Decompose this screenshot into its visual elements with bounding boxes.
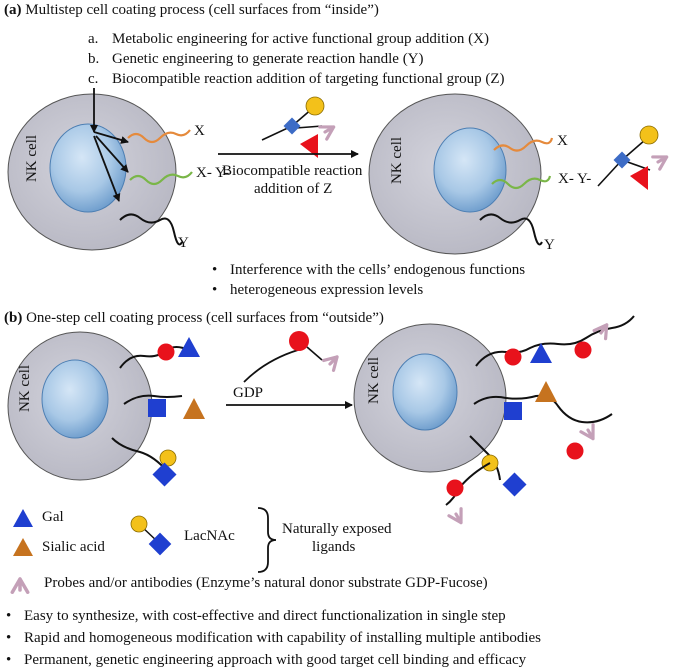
advantage-item: Permanent, genetic engineering approach … [6,652,526,669]
advantage-item: Easy to synthesize, with cost-effective … [6,608,506,625]
glycan-gal [119,337,200,369]
panel-b-title: (b) One-step cell coating process (cell … [4,310,384,327]
x-chain [493,137,554,152]
cell-nucleus [433,127,507,213]
xy-chain [129,171,193,186]
step-a: a. Metabolic engineering for active funct… [88,31,489,48]
arrow-caption: addition of Z [254,181,333,197]
step-text: Metabolic engineering for active functio… [112,31,489,47]
lacnac-legend-label: LacNAc [184,528,235,544]
step-text: Biocompatible reaction addition of targe… [112,71,505,87]
arrow-caption: Biocompatible reaction [222,163,363,179]
step-marker: b. [88,51,100,67]
step-marker: a. [88,31,99,47]
xy-chain [491,175,552,190]
antibody-legend-icon [10,577,30,594]
gdp-fucose-donor [243,331,344,383]
cell-nucleus [41,359,109,439]
step-text: Genetic engineering to generate reaction… [112,51,424,67]
step-marker: c. [88,71,99,87]
probes-legend-label: Probes and/or antibodies (Enzyme’s natur… [44,575,488,591]
brace-label: ligands [312,539,356,555]
brace [257,507,277,573]
z-attached [597,125,672,190]
drawback-item: Interference with the cells’ endogenous … [212,262,525,279]
drawback-item: heterogeneous expression levels [212,282,423,299]
nk-cell-label: NK cell [366,356,383,405]
panel-a-title: (a) Multistep cell coating process (cell… [4,2,379,19]
step-c: c. Biocompatible reaction addition of tar… [88,71,505,88]
nk-cell-label: NK cell [389,136,406,185]
y-label: Y [544,237,555,253]
y-chain [119,213,183,246]
panel-a-title-text: Multistep cell coating process (cell sur… [25,2,379,18]
x-label: X [194,123,205,139]
lacnac-legend-icon [130,515,172,556]
panel-a-label: (a) [4,2,22,18]
glycan-sialic [123,394,205,419]
y-chain [479,213,543,246]
step-b: b. Genetic engineering to generate reacti… [88,51,424,68]
nk-cell-label: NK cell [17,364,34,413]
x-chain [127,129,191,144]
x-label: X [557,133,568,149]
gdp-label: GDP [233,385,264,401]
arrow [93,135,121,202]
gal-legend-icon [13,509,33,527]
panel-b-title-text: One-step cell coating process (cell surf… [26,310,384,326]
modified-glycan-sialic [473,381,613,460]
panel-b-label: (b) [4,310,23,326]
y-label: Y [178,235,189,251]
z-reagent [261,96,339,158]
arrow [95,135,129,173]
gal-legend-label: Gal [42,509,64,525]
advantage-item: Rapid and homogeneous modification with … [6,630,541,647]
cell-nucleus [392,353,458,431]
nk-cell-label: NK cell [24,134,41,183]
modified-glycan-gal [475,315,635,367]
arrow [93,131,129,144]
sialic-acid-legend-label: Sialic acid [42,539,105,555]
sialic-acid-legend-icon [13,538,33,556]
brace-label: Naturally exposed [282,521,392,537]
modified-glycan-lacnac [445,435,527,528]
xy-label: X- Y- [196,165,230,181]
glycan-lacnac [111,437,177,487]
xy-label: X- Y- [558,171,592,187]
